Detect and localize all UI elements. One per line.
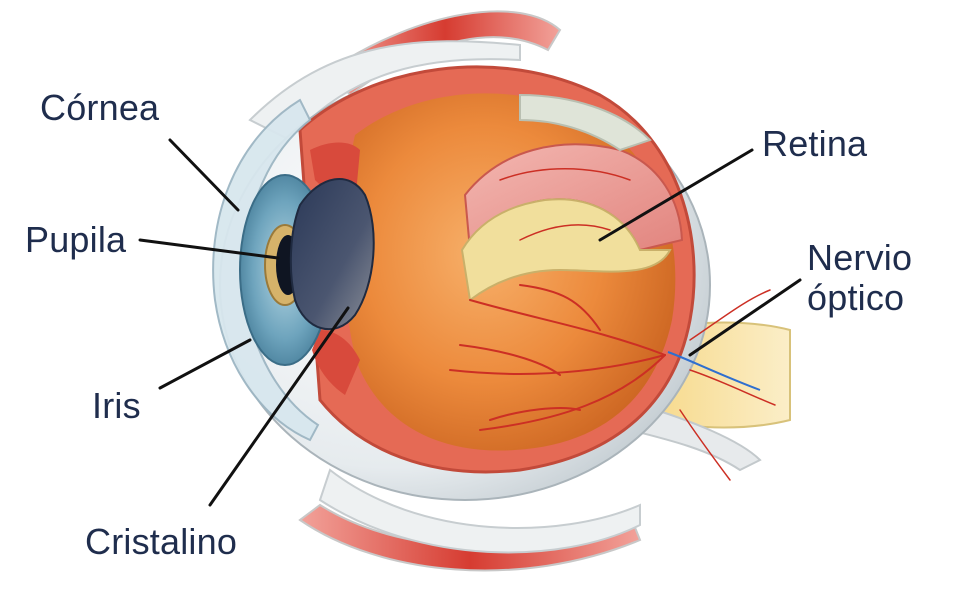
sclera-cut-upper — [519, 93, 652, 152]
label-nervio-line1: Nervio — [807, 237, 913, 278]
blue-vessel — [667, 351, 761, 391]
label-nervio-optico: Nervio óptico — [807, 238, 912, 318]
leader-cristalino — [208, 306, 350, 507]
choroid-layer — [460, 198, 672, 302]
ciliary-body-lower — [312, 330, 360, 395]
label-pupila: Pupila — [25, 219, 127, 260]
label-nervio-line2: óptico — [807, 277, 905, 318]
label-iris: Iris — [92, 385, 141, 426]
leader-iris — [158, 338, 252, 390]
leader-nervio — [688, 278, 802, 357]
leader-pupila — [138, 238, 280, 260]
lower-muscle-tendon — [318, 468, 641, 554]
label-cornea: Córnea — [40, 87, 160, 128]
label-retina: Retina — [762, 123, 868, 164]
blood-vessels — [449, 168, 776, 481]
label-cristalino: Cristalino — [85, 521, 238, 562]
leader-retina — [598, 148, 754, 242]
leader-cornea — [168, 138, 240, 212]
lens — [289, 178, 375, 331]
leader-lines — [138, 138, 802, 507]
